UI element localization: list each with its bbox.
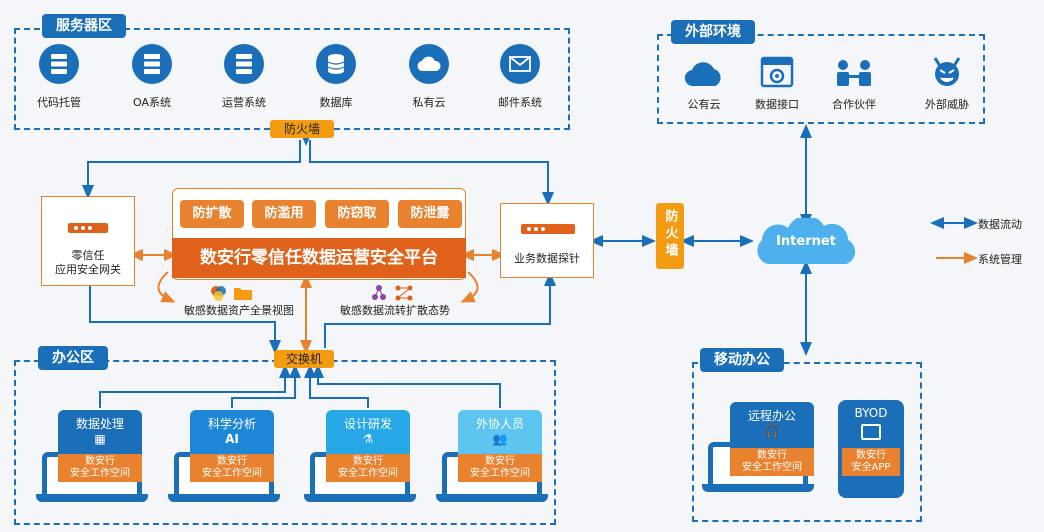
asset-view-label: 敏感数据资产全景视图	[184, 304, 294, 317]
server-icon	[39, 44, 79, 84]
workstation-data-processing: 数据处理 ▦	[58, 410, 142, 454]
secure-workspace: 数安行安全工作空间	[458, 454, 542, 482]
microscope-icon: ⚗	[362, 432, 374, 446]
server-label: 数据库	[319, 96, 353, 109]
function-anti-abuse: 防滥用	[252, 200, 316, 228]
remote-label: 远程办公	[747, 409, 796, 423]
mail-icon	[500, 44, 540, 84]
gateway-device-icon	[68, 223, 108, 233]
mobile-zone	[692, 362, 922, 522]
server-label: 邮件系统	[498, 96, 542, 109]
secure-workspace: 数安行安全工作空间	[190, 454, 274, 482]
external-label: 合作伙伴	[832, 98, 876, 111]
workstation-outsourced: 外协人员 👥	[458, 410, 542, 454]
ai-icon: AI	[225, 432, 239, 446]
byod-label: BYOD	[854, 406, 888, 420]
server-label: OA系统	[133, 96, 171, 109]
workstation-rd: 设计研发 ⚗	[326, 410, 410, 454]
server-label: 私有云	[412, 96, 446, 109]
external-zone	[657, 34, 985, 124]
firewall-side-label: 防火墙	[662, 209, 678, 260]
external-label: 公有云	[687, 98, 721, 111]
secure-app: 数安行安全APP	[842, 448, 900, 476]
gateway-label-line1: 零信任	[71, 249, 105, 262]
internet-label: Internet	[776, 234, 836, 249]
firewall-side: 防火墙	[656, 203, 684, 269]
legend-system-mgmt: 系统管理	[978, 253, 1022, 266]
cloud-icon	[409, 44, 449, 84]
external-label: 外部威胁	[925, 98, 969, 111]
remote-office: 远程办公 🎧	[730, 402, 814, 448]
platform-title: 数安行零信任数据运营安全平台	[172, 238, 466, 278]
flow-trend-icon	[372, 284, 416, 306]
firewall-top: 防火墙	[270, 120, 334, 138]
workstation-scientific-analysis: 科学分析 AI	[190, 410, 274, 454]
probe-device-icon	[521, 224, 575, 234]
function-anti-theft: 防窃取	[325, 200, 389, 228]
asset-view-icon	[210, 284, 254, 306]
function-anti-leak: 防泄露	[398, 200, 462, 228]
devil-icon	[930, 56, 964, 92]
grid-icon: ▦	[94, 432, 106, 446]
server-label: 代码托管	[37, 96, 81, 109]
people-icon: 👥	[492, 432, 508, 446]
secure-workspace: 数安行安全工作空间	[730, 448, 814, 476]
server-zone-title: 服务器区	[42, 14, 126, 38]
flow-trend-label: 敏感数据流转扩散态势	[340, 304, 450, 317]
zero-trust-gateway: 零信任 应用安全网关	[41, 196, 135, 286]
mobile-zone-title: 移动办公	[700, 348, 784, 372]
cloud-icon	[684, 60, 724, 92]
business-data-probe: 业务数据探针	[500, 203, 594, 278]
server-icon	[132, 44, 172, 84]
workstation-label: 数据处理	[75, 417, 124, 431]
headset-icon: 🎧	[764, 424, 780, 438]
server-icon	[224, 44, 264, 84]
workstation-label: 设计研发	[343, 417, 392, 431]
probe-label: 业务数据探针	[514, 252, 580, 265]
workstation-label: 外协人员	[475, 417, 524, 431]
app-icon	[861, 424, 881, 440]
database-icon	[316, 44, 356, 84]
external-label: 数据接口	[755, 98, 799, 111]
secure-workspace: 数安行安全工作空间	[326, 454, 410, 482]
server-zone	[14, 28, 570, 130]
secure-workspace: 数安行安全工作空间	[58, 454, 142, 482]
office-zone-title: 办公区	[38, 346, 108, 370]
gateway-label-line2: 应用安全网关	[55, 263, 121, 276]
switch: 交换机	[274, 350, 334, 368]
external-zone-title: 外部环境	[671, 20, 755, 44]
internet-cloud: Internet	[748, 218, 864, 268]
function-anti-diffusion: 防扩散	[180, 200, 244, 228]
server-label: 运营系统	[222, 96, 266, 109]
legend-data-flow: 数据流动	[978, 218, 1022, 231]
workstation-label: 科学分析	[207, 417, 256, 431]
partner-icon	[834, 58, 874, 92]
api-icon	[760, 56, 794, 92]
